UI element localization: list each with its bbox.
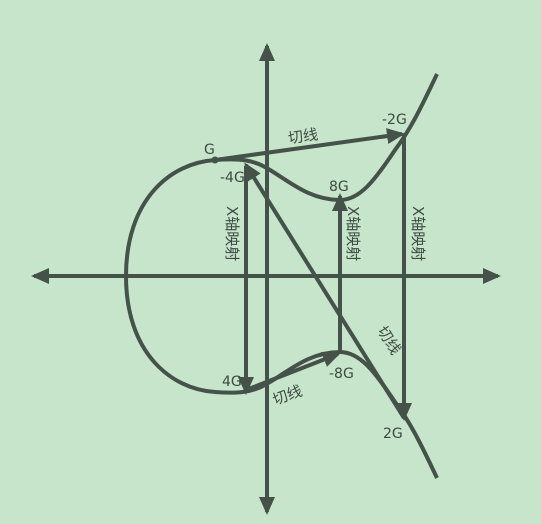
label-tangent-bottom: 切线: [270, 382, 304, 409]
tangent-line-4g: [245, 352, 341, 392]
label-g: G: [204, 142, 215, 158]
label-tangent-top: 切线: [287, 125, 319, 147]
elliptic-curve: [123, 73, 439, 479]
label-neg-2g: -2G: [382, 112, 407, 128]
tangent-line-2g: [244, 162, 406, 420]
label-tangent-diag: 切线: [374, 323, 405, 358]
label-4g: 4G: [222, 374, 242, 390]
label-neg-8g: -8G: [329, 366, 354, 382]
label-neg-4g: -4G: [220, 170, 245, 186]
label-2g: 2G: [383, 426, 403, 442]
label-xmap-mid: X轴映射: [344, 206, 362, 261]
tangent-line-g: [214, 128, 405, 162]
label-xmap-right: X轴映射: [409, 206, 427, 261]
label-8g: 8G: [329, 179, 349, 195]
label-xmap-left: X轴映射: [223, 206, 241, 261]
